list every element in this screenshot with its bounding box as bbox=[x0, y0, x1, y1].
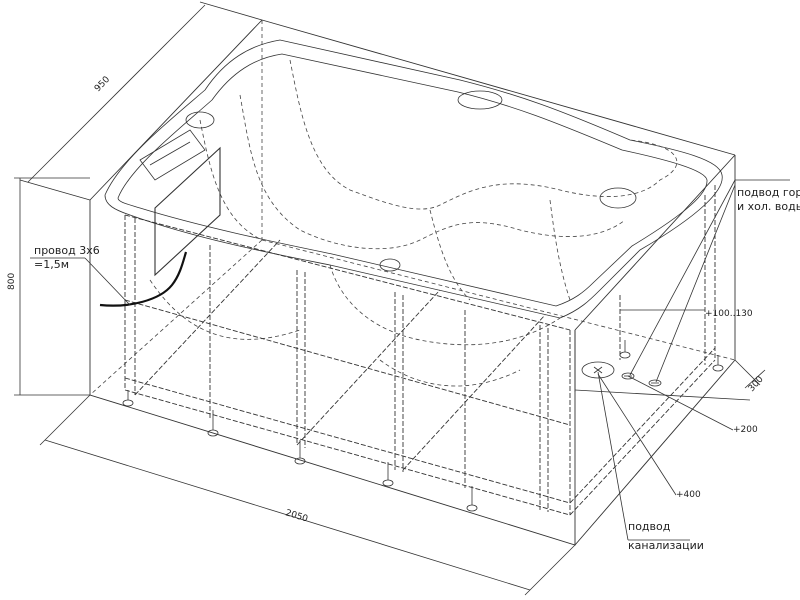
foot bbox=[712, 355, 724, 372]
drain-label-line2: канализации bbox=[628, 539, 704, 552]
offset-100-130-label: +100..130 bbox=[705, 309, 753, 319]
support-frame bbox=[124, 185, 716, 516]
outer-bounding-box bbox=[89, 19, 736, 546]
water-label-line1: подвод гор. bbox=[737, 186, 800, 199]
foot bbox=[382, 462, 394, 487]
foot bbox=[207, 410, 219, 437]
offset-300-label: 300 bbox=[747, 374, 766, 394]
electrical-cable bbox=[99, 251, 188, 307]
hot-water-connection bbox=[621, 372, 635, 380]
access-panel bbox=[154, 146, 221, 277]
headrest-left bbox=[139, 129, 206, 181]
dimension-length-label: 2050 bbox=[284, 508, 309, 524]
foot bbox=[122, 390, 134, 407]
tub-rim bbox=[104, 39, 723, 319]
cable-label-line2: =1,5м bbox=[34, 258, 69, 271]
dimension-height: 800 bbox=[7, 177, 90, 396]
foot bbox=[294, 440, 306, 465]
offset-400-label: +400 bbox=[676, 490, 701, 500]
dimension-width: 950 bbox=[19, 1, 263, 201]
drain-callout: подвод канализации bbox=[597, 371, 704, 552]
floor-connections bbox=[581, 361, 662, 387]
tub-basin bbox=[149, 59, 678, 387]
leveling-feet bbox=[122, 340, 724, 512]
foot bbox=[619, 340, 631, 359]
cold-water-connection bbox=[648, 379, 662, 387]
cable-label-line1: провод 3х6 bbox=[34, 244, 100, 257]
water-callout: подвод гор. и хол. воды bbox=[629, 179, 800, 383]
dimension-height-label: 800 bbox=[7, 273, 17, 290]
drain-connection bbox=[581, 361, 615, 379]
dimension-length: 2050 bbox=[39, 394, 576, 596]
water-label-line2: и хол. воды bbox=[737, 200, 800, 213]
drain-label-line1: подвод bbox=[628, 520, 671, 533]
foot bbox=[466, 486, 478, 512]
cable-callout: провод 3х6 =1,5м bbox=[30, 244, 131, 306]
dimension-width-label: 950 bbox=[93, 75, 112, 95]
offset-200-label: +200 bbox=[733, 425, 758, 435]
